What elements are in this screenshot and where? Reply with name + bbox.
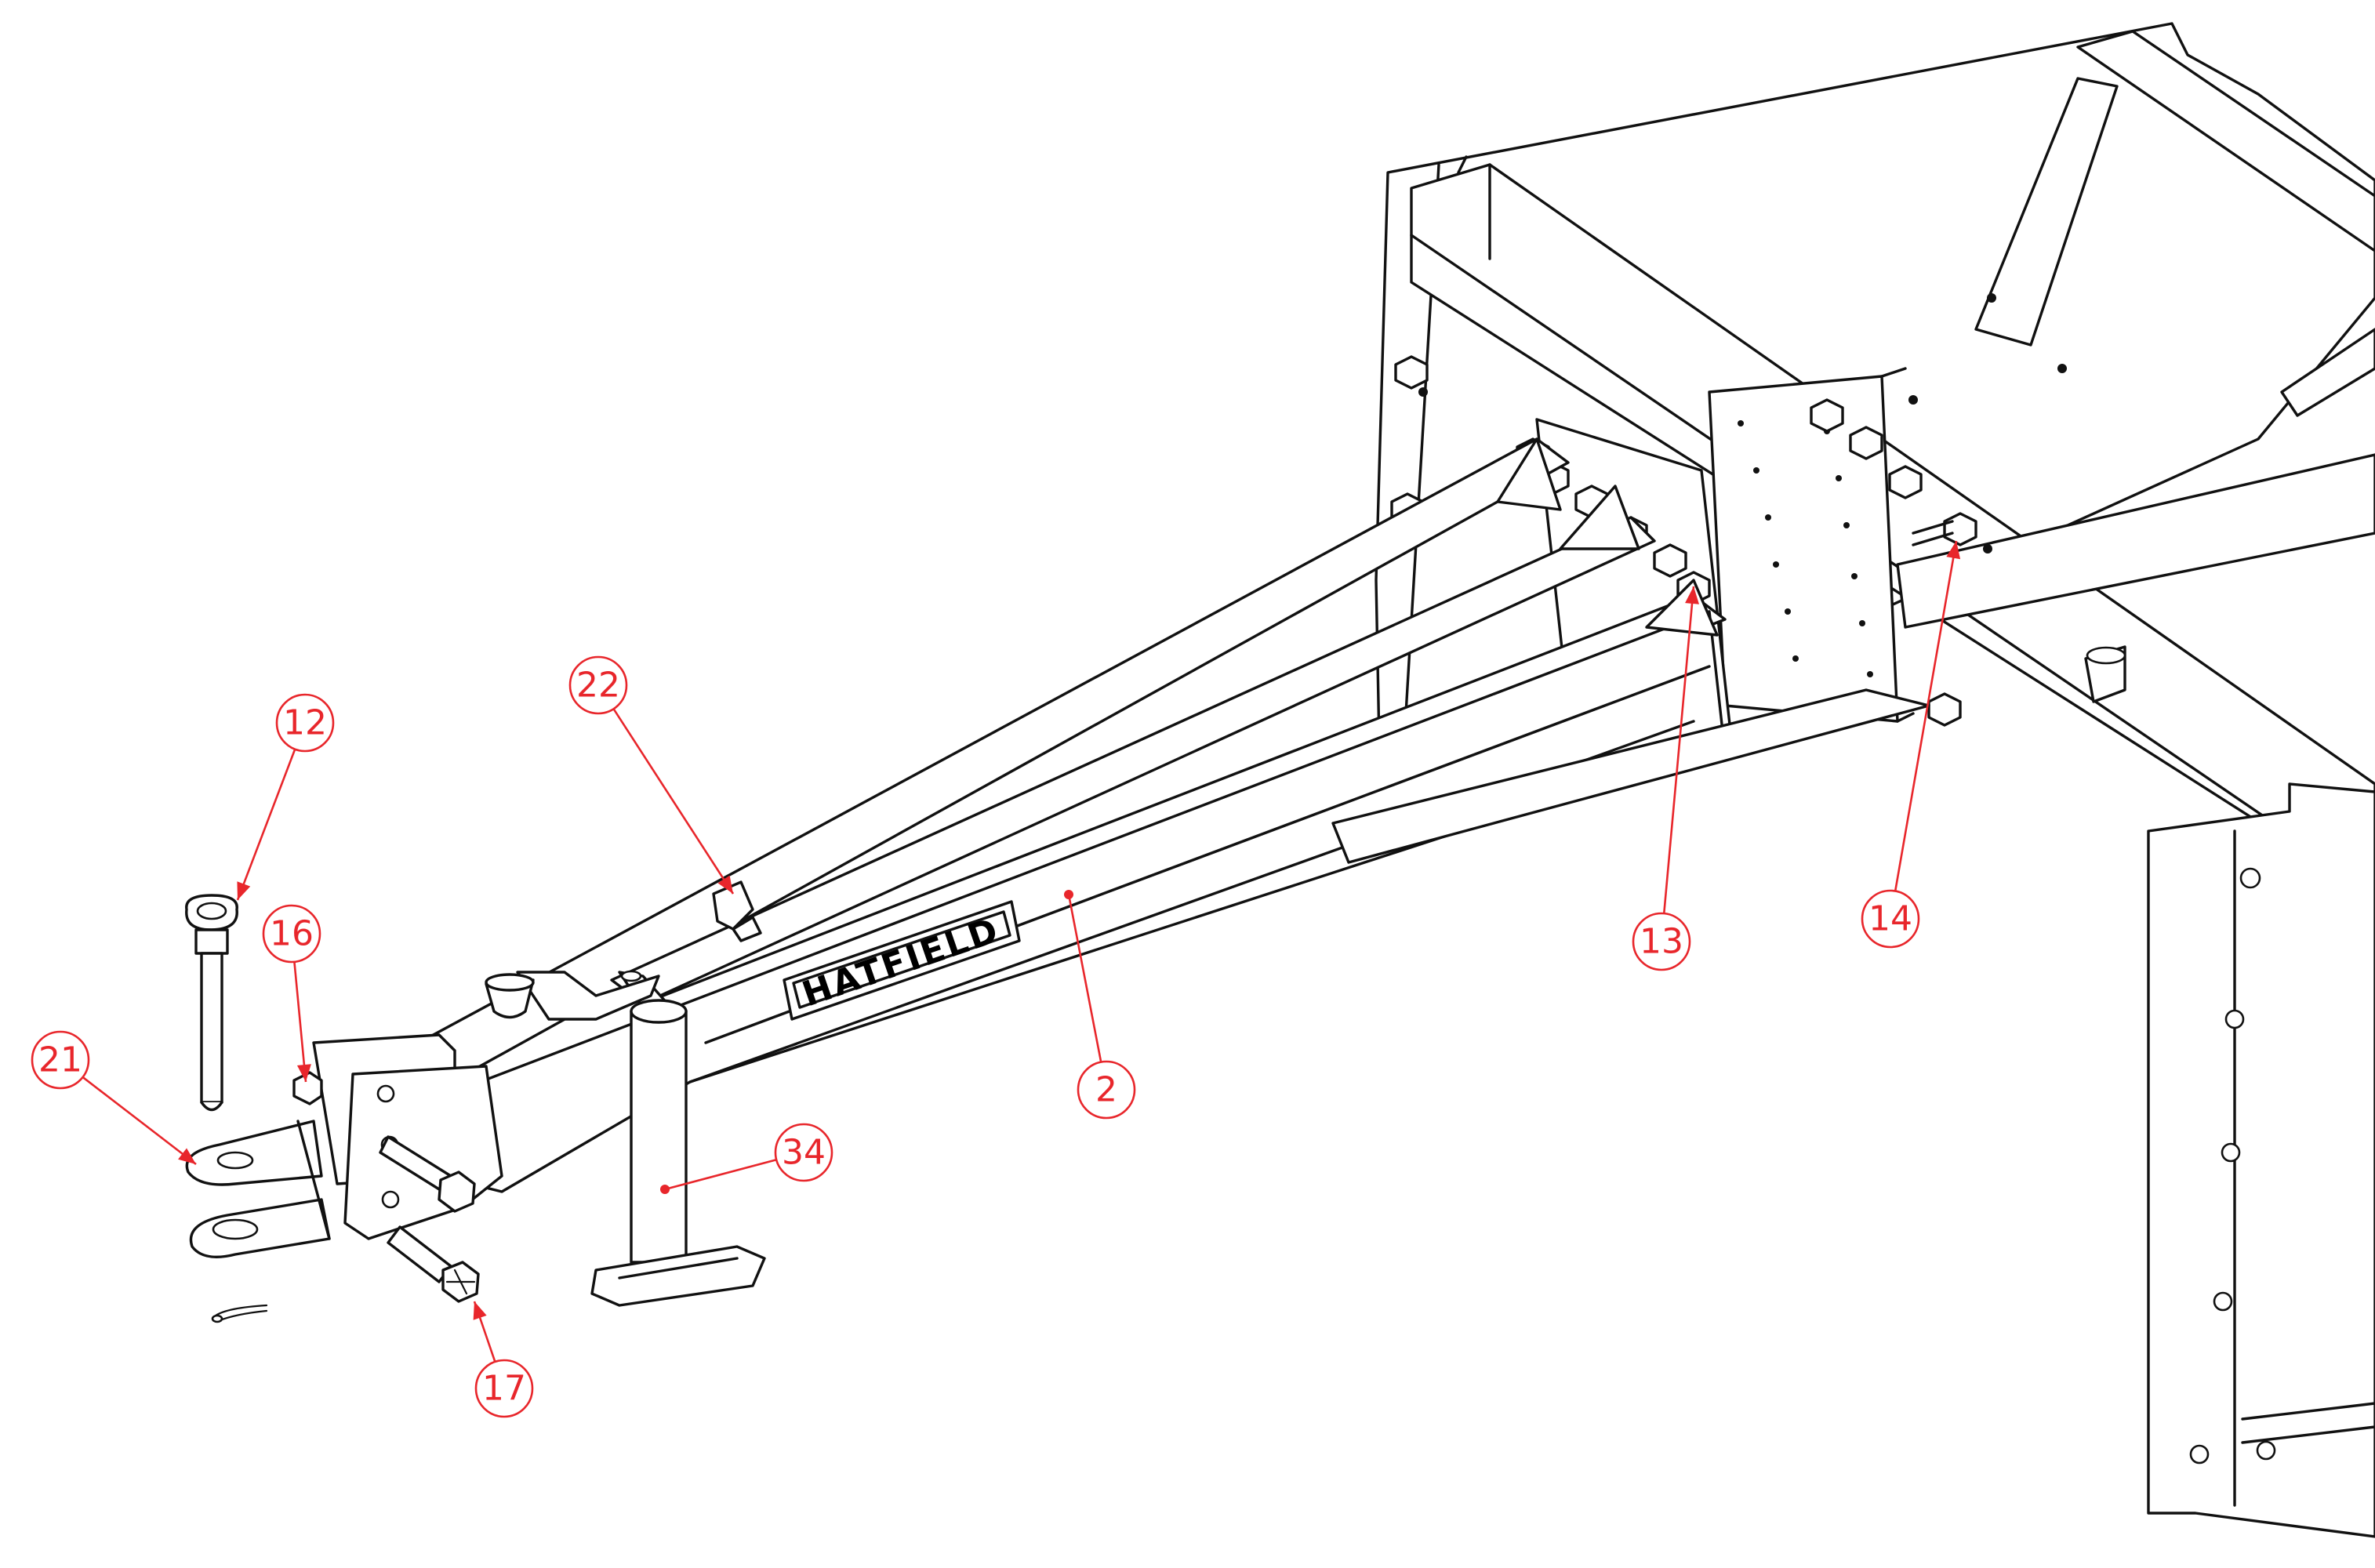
hitch-pin-16-bolt — [292, 1071, 323, 1105]
hitch-clevis — [185, 970, 676, 1303]
rear-cross-tube — [1896, 453, 2375, 629]
callout-22-label: 22 — [576, 666, 620, 706]
callout-34: 34 — [660, 1123, 833, 1194]
callout-12: 12 — [236, 693, 335, 901]
callout-16-label: 16 — [270, 914, 314, 954]
tongue-assembly: HATFIELD — [359, 437, 1930, 1193]
callout-21-balloon — [31, 1030, 90, 1090]
callout-2-label: 2 — [1095, 1070, 1117, 1110]
callout-13: 13 — [1632, 586, 1699, 971]
callout-17-balloon — [474, 1359, 534, 1418]
callout-34-leader — [664, 1158, 777, 1191]
callout-2: 2 — [1064, 890, 1136, 1120]
jack-stand — [590, 999, 766, 1307]
callout-12-label: 12 — [283, 703, 327, 743]
callout-13-leader — [1662, 586, 1695, 914]
upper-cross-tube — [2076, 30, 2375, 252]
callout-12-arrowhead — [237, 881, 251, 900]
callout-16: 16 — [262, 904, 321, 1083]
lower-brace — [1331, 688, 1930, 864]
hitch-pin-bolts — [379, 1135, 480, 1303]
callout-2-target-dot — [1064, 890, 1073, 899]
latch-knob — [485, 973, 535, 1019]
clevis-upper-jaw — [185, 1120, 323, 1186]
callout-21-label: 21 — [38, 1040, 82, 1080]
callout-21-leader — [82, 1076, 197, 1166]
callout-14-leader — [1894, 540, 1958, 891]
callout-16-leader — [293, 961, 307, 1083]
callout-34-balloon — [774, 1123, 833, 1182]
callout-17: 17 — [473, 1301, 534, 1418]
side-panel-front — [2147, 782, 2375, 1538]
cotter-clip — [211, 1304, 268, 1323]
callout-14-arrowhead — [1946, 541, 1961, 560]
callout-21-arrowhead — [178, 1148, 196, 1164]
callout-12-balloon — [275, 693, 335, 753]
callout-22: 22 — [568, 655, 735, 895]
callout-34-label: 34 — [782, 1133, 826, 1173]
callout-16-balloon — [262, 904, 321, 964]
callout-13-balloon — [1632, 912, 1691, 971]
callout-34-target-dot — [660, 1185, 670, 1194]
callout-12-leader — [236, 749, 296, 901]
callout-22-balloon — [568, 655, 628, 715]
diagonal-brace — [1974, 77, 2119, 347]
clevis-lower-jaw — [189, 1198, 331, 1258]
callout-13-label: 13 — [1640, 922, 1683, 962]
chain-hook-22 — [712, 880, 762, 942]
side-gusset — [2280, 328, 2375, 417]
callout-21: 21 — [31, 1030, 197, 1166]
callout-22-arrowhead — [717, 875, 733, 894]
jack-mount-bracket — [516, 971, 660, 1021]
callout-22-leader — [612, 708, 735, 895]
gusset-right — [1645, 579, 1719, 637]
bolt-14-head — [1943, 512, 1977, 546]
hitch-pin — [185, 894, 238, 1112]
clevis-front-plate — [343, 1065, 503, 1240]
gusset-left — [1496, 437, 1562, 511]
gusset-mid — [1559, 485, 1640, 550]
callout-13-arrowhead — [1685, 586, 1699, 604]
callout-17-label: 17 — [482, 1369, 526, 1409]
callout-2-balloon — [1077, 1060, 1136, 1120]
callout-14: 14 — [1861, 540, 1961, 949]
callout-14-label: 14 — [1868, 899, 1912, 939]
callout-16-arrowhead — [296, 1064, 311, 1082]
callout-2-leader — [1067, 894, 1102, 1062]
callout-17-arrowhead — [473, 1301, 487, 1320]
callout-14-balloon — [1861, 889, 1920, 949]
